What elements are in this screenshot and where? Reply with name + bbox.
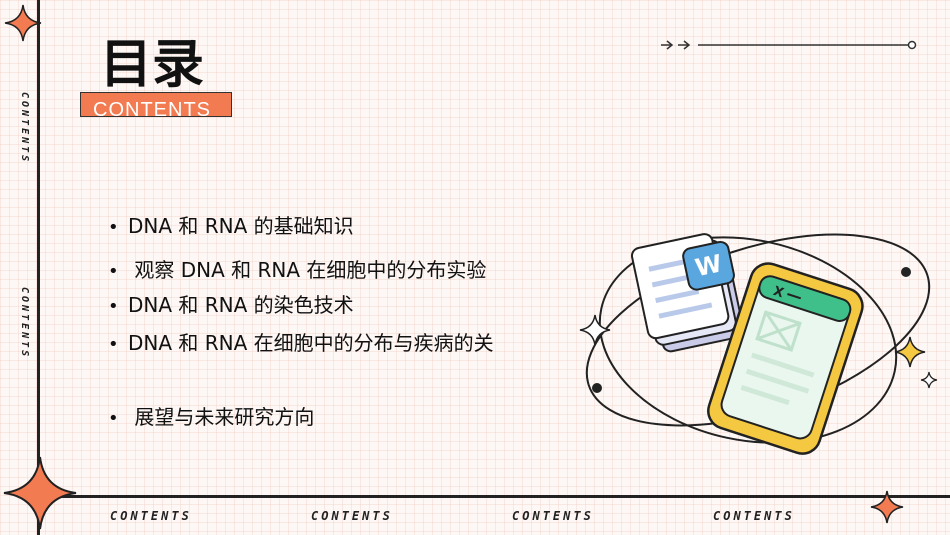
sheet-label: X	[771, 284, 785, 301]
orbit-dot	[592, 383, 602, 393]
spreadsheet-phone-icon: X	[707, 262, 864, 455]
bottom-label-2: CONTENTS	[311, 509, 393, 523]
sparkle-icon	[3, 456, 77, 530]
sparkle-icon	[4, 4, 42, 42]
word-document-icon: W	[630, 233, 745, 353]
document-illustration: W X	[579, 233, 938, 455]
document-letter: W	[693, 249, 725, 282]
sparkle-icon	[579, 314, 611, 346]
toc-item-label: 展望与未来研究方向	[128, 405, 315, 429]
sparkle-icon	[894, 336, 926, 368]
subtitle-badge: CONTENTS	[80, 92, 232, 117]
sparkle-icon	[870, 490, 904, 524]
bullet: •	[108, 408, 119, 429]
bullet: •	[108, 261, 119, 282]
toc-item-label: DNA 和 RNA 的染色技术	[128, 293, 354, 317]
side-label-2: CONTENTS	[19, 287, 30, 360]
toc-item: • DNA 和 RNA 的染色技术	[108, 289, 354, 318]
bullet: •	[108, 334, 119, 355]
toc-item: • DNA 和 RNA 在细胞中的分布与疾病的关	[108, 327, 494, 356]
toc-item-label: 观察 DNA 和 RNA 在细胞中的分布实验	[128, 258, 487, 282]
toc-item: • 展望与未来研究方向	[108, 401, 314, 430]
bottom-divider-line	[37, 495, 950, 498]
bottom-label-1: CONTENTS	[110, 509, 192, 523]
orbit-dot	[901, 267, 911, 277]
page-title: 目录	[100, 35, 205, 95]
toc-item: • 观察 DNA 和 RNA 在细胞中的分布实验	[108, 254, 486, 283]
bottom-label-3: CONTENTS	[512, 509, 594, 523]
sparkle-icon	[920, 371, 938, 389]
left-divider-line	[37, 0, 40, 535]
toc-item-label: DNA 和 RNA 的基础知识	[128, 214, 354, 238]
toc-item-label: DNA 和 RNA 在细胞中的分布与疾病的关	[128, 331, 494, 355]
arrow-line-icon	[661, 40, 917, 50]
toc-item: • DNA 和 RNA 的基础知识	[108, 210, 354, 239]
bottom-label-4: CONTENTS	[713, 509, 795, 523]
bullet: •	[108, 296, 119, 317]
side-label-1: CONTENTS	[19, 92, 30, 165]
bullet: •	[108, 217, 119, 238]
subtitle-text: CONTENTS	[93, 99, 211, 117]
